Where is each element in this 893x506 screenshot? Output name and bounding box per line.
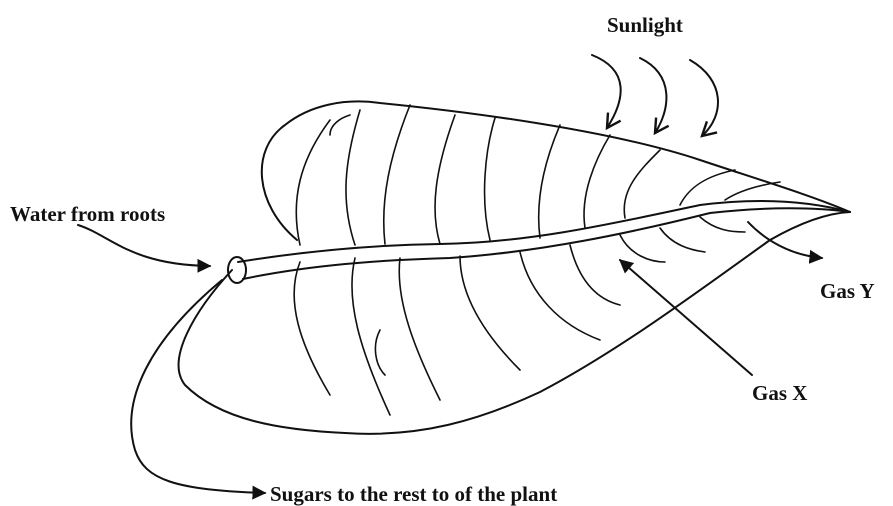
- veins-upper: [296, 105, 780, 245]
- gas-y-arrow: [748, 222, 822, 258]
- label-water-from-roots: Water from roots: [10, 202, 165, 226]
- label-gas-y: Gas Y: [820, 279, 875, 303]
- gas-x-arrow: [620, 260, 752, 375]
- sunlight-arrows: [592, 55, 718, 136]
- leaf-outline: [179, 101, 850, 433]
- label-sugars: Sugars to the rest to of the plant: [270, 482, 557, 506]
- label-gas-x: Gas X: [752, 381, 807, 405]
- water-arrow: [78, 225, 210, 266]
- label-sunlight: Sunlight: [607, 13, 683, 37]
